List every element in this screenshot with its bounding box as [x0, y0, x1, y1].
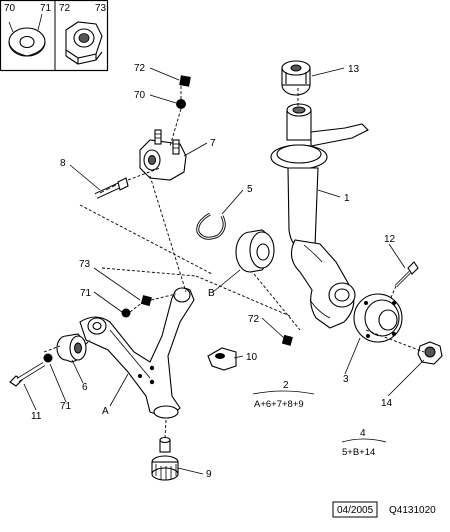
nut-72-marker-lower: [281, 334, 293, 346]
formula-2-number: 2: [283, 380, 289, 391]
inset-label-72: 72: [59, 3, 71, 14]
nut-73-marker: [140, 295, 152, 307]
inset-label-71: 71: [40, 3, 52, 14]
callout-5: 5: [247, 184, 253, 195]
washer-icon: [8, 13, 46, 57]
bolt-part-12: [394, 261, 419, 288]
assembly-lines: [43, 86, 425, 439]
footer-date: 04/2005: [337, 505, 374, 516]
formula-4-components: 5+B+14: [342, 447, 375, 458]
callout-8: 8: [60, 158, 66, 169]
hub-nut-part-14: [417, 341, 443, 365]
footer-reference: Q4131020: [389, 505, 436, 516]
washer-71-marker-lower: [43, 353, 53, 363]
callout-A: A: [102, 406, 109, 417]
ball-joint-part-9: [151, 436, 179, 481]
callout-3: 3: [343, 374, 349, 385]
nut-icon: [65, 21, 103, 65]
formula-2: 2 A+6+7+8+9: [252, 380, 315, 410]
washer-71-marker-upper: [121, 308, 131, 318]
callout-1: 1: [344, 193, 350, 204]
callout-70: 70: [134, 90, 146, 101]
callout-10: 10: [246, 352, 258, 363]
callout-9: 9: [206, 469, 212, 480]
lower-arm-part-A: [79, 287, 195, 419]
bolt-part-11: [9, 362, 46, 387]
callout-labels: 72 70 7 8 5 13 1 12 73 71 B 72 10 3 14 6…: [31, 63, 396, 480]
formula-4: 4 5+B+14: [341, 428, 387, 458]
clip-part-10: [207, 347, 237, 371]
callout-71-upper: 71: [80, 288, 92, 299]
bearing-part-B: [235, 229, 275, 273]
inset-panel: 70 71 72 73: [0, 0, 109, 72]
formula-2-components: A+6+7+8+9: [254, 399, 304, 410]
steering-knuckle-part-1: [270, 60, 369, 329]
callout-12: 12: [384, 234, 396, 245]
callout-13: 13: [348, 64, 360, 75]
callout-14: 14: [381, 398, 393, 409]
nut-72-marker: [179, 75, 191, 87]
callout-71-lower: 71: [60, 401, 72, 412]
leader-lines: [23, 67, 425, 475]
callout-72-top: 72: [134, 63, 146, 74]
callout-B: B: [208, 288, 215, 299]
formula-4-number: 4: [360, 428, 366, 439]
bush-part-6: [56, 333, 87, 363]
circlip-part-5: [196, 212, 226, 240]
inset-label-70: 70: [4, 3, 16, 14]
callout-72-lower: 72: [248, 314, 260, 325]
callout-73: 73: [79, 259, 91, 270]
top-mount-part-13: [281, 60, 311, 96]
washer-70-marker: [176, 99, 186, 109]
callout-11: 11: [31, 411, 42, 422]
callout-7: 7: [210, 138, 216, 149]
bracket-part-7: [139, 129, 187, 181]
inset-label-73: 73: [95, 3, 107, 14]
callout-6: 6: [82, 382, 88, 393]
footer: 04/2005 Q4131020: [332, 501, 436, 518]
bolt-part-8: [94, 177, 129, 199]
